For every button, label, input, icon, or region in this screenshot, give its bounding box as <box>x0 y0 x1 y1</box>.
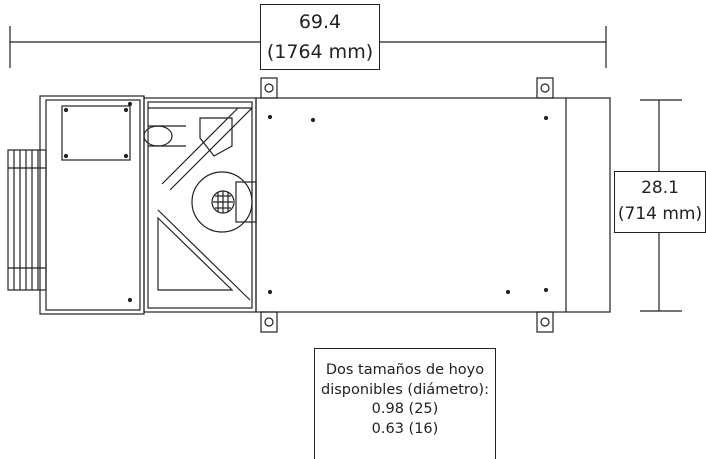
main-cabinet-panel <box>255 97 611 313</box>
note-line-2: disponibles (diámetro): <box>321 381 489 398</box>
overall-depth-label: 28.1 (714 mm) <box>614 171 706 233</box>
note-line-4: 0.63 (16) <box>371 420 439 437</box>
control-box <box>39 95 145 315</box>
overall-depth-mm: (714 mm) <box>617 204 703 224</box>
mounting-bracket-top-left <box>260 77 278 99</box>
fan-guard <box>7 149 47 291</box>
note-line-3: 0.98 (25) <box>371 401 439 417</box>
overall-width-inches: 69.4 <box>298 11 342 33</box>
mounting-bracket-bottom-left <box>260 311 278 333</box>
blower-wheel-icon <box>191 171 257 233</box>
blower-section <box>143 97 257 313</box>
hole-size-note: Dos tamaños de hoyo disponibles (diámetr… <box>314 348 496 459</box>
mounting-bracket-bottom-right <box>536 311 554 333</box>
note-line-1: Dos tamaños de hoyo <box>325 362 485 378</box>
overall-width-mm: (1764 mm) <box>266 41 374 63</box>
overall-depth-inches: 28.1 <box>641 178 679 198</box>
overall-width-label: 69.4 (1764 mm) <box>260 4 380 70</box>
mounting-bracket-top-right <box>536 77 554 99</box>
